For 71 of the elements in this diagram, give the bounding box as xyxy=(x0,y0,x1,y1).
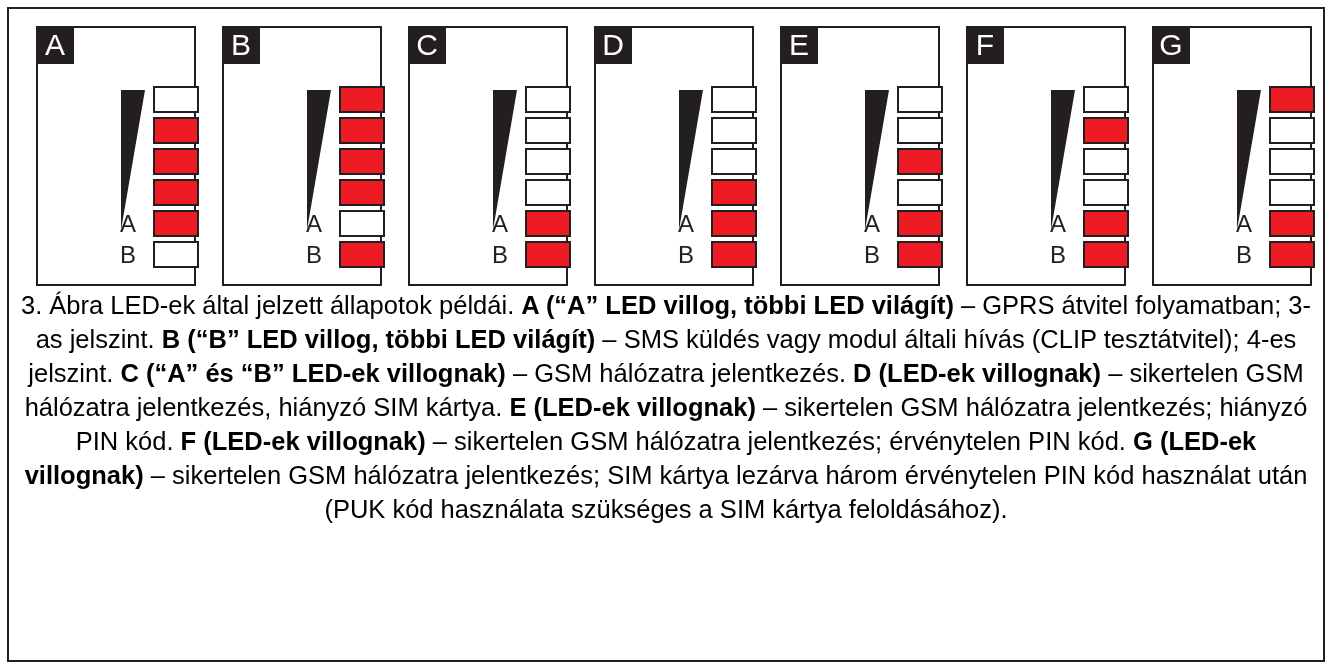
led-indicator xyxy=(153,117,199,144)
led-indicator xyxy=(1269,241,1315,268)
led-indicator xyxy=(1083,86,1129,113)
led-indicator xyxy=(711,86,757,113)
led-indicator xyxy=(711,179,757,206)
led-indicator xyxy=(1269,148,1315,175)
led-indicator xyxy=(339,148,385,175)
led-indicator xyxy=(153,86,199,113)
panel-letter: B xyxy=(222,26,260,64)
led-indicator xyxy=(339,179,385,206)
panel-letter: A xyxy=(36,26,74,64)
led-indicator xyxy=(711,148,757,175)
led-indicator xyxy=(525,179,571,206)
led-indicator xyxy=(1083,210,1129,237)
led-indicator xyxy=(897,86,943,113)
led-indicator xyxy=(525,86,571,113)
led-panel xyxy=(780,26,940,286)
panel-letter: F xyxy=(966,26,1004,64)
panel-letter: D xyxy=(594,26,632,64)
led-indicator xyxy=(1083,117,1129,144)
led-indicator xyxy=(897,148,943,175)
led-label: A xyxy=(678,210,694,237)
led-indicator xyxy=(1269,210,1315,237)
led-indicator xyxy=(711,210,757,237)
led-label: A xyxy=(306,210,322,237)
led-indicator xyxy=(897,179,943,206)
led-indicator xyxy=(153,179,199,206)
led-indicator xyxy=(1269,117,1315,144)
led-panel xyxy=(1152,26,1312,286)
led-panel xyxy=(408,26,568,286)
led-label: B xyxy=(1236,241,1252,268)
led-label: A xyxy=(120,210,136,237)
led-panel xyxy=(594,26,754,286)
led-label: B xyxy=(120,241,136,268)
led-indicator xyxy=(1269,179,1315,206)
led-label: B xyxy=(492,241,508,268)
led-label: A xyxy=(492,210,508,237)
led-panel xyxy=(36,26,196,286)
led-indicator xyxy=(153,148,199,175)
led-indicator xyxy=(339,117,385,144)
led-indicator xyxy=(525,210,571,237)
led-indicator xyxy=(1083,241,1129,268)
led-label: B xyxy=(864,241,880,268)
led-label: A xyxy=(1050,210,1066,237)
led-indicator xyxy=(525,241,571,268)
led-indicator xyxy=(897,241,943,268)
led-indicator xyxy=(1269,86,1315,113)
led-indicator xyxy=(153,210,199,237)
led-indicator xyxy=(525,148,571,175)
led-indicator xyxy=(1083,148,1129,175)
led-indicator xyxy=(897,210,943,237)
led-indicator xyxy=(153,241,199,268)
panel-letter: G xyxy=(1152,26,1190,64)
led-indicator xyxy=(711,117,757,144)
led-panel xyxy=(966,26,1126,286)
led-label: A xyxy=(864,210,880,237)
led-label: B xyxy=(678,241,694,268)
led-indicator xyxy=(1083,179,1129,206)
figure-caption: 3. Ábra LED-ek által jelzett állapotok példái. A (“A” LED villog, többi LED világít) – GPRS átvitel folyamatban; 3-as jelszint. B (“B” LED villog, többi LED világít) – SMS küldés vagy modul általi hívás (CLIP tesztátvitel); 4-es jelszint. C (“A” és “B” LED-ek villognak) – GSM hálózatra jelentkezés. D (LED-ek villognak) – sikertelen GSM hálózatra jelentkezés, hiányzó SIM kártya. E (LED-ek villognak) – sikertelen GSM hálózatra jelentkezés; hiányzó PIN kód. F (LED-ek villognak) – sikertelen GSM hálózatra jelentkezés; érvénytelen PIN kód. G (LED-ek villognak) – sikertelen GSM hálózatra jelentkezés; SIM kártya lezárva három érvénytelen PIN kód használat után (PUK kód használata szükséges a SIM kártya feloldásához). xyxy=(19,290,1313,525)
led-label: A xyxy=(1236,210,1252,237)
panel-letter: C xyxy=(408,26,446,64)
led-label: B xyxy=(306,241,322,268)
led-indicator xyxy=(339,86,385,113)
led-label: B xyxy=(1050,241,1066,268)
led-indicator xyxy=(339,241,385,268)
led-indicator xyxy=(711,241,757,268)
led-indicator xyxy=(339,210,385,237)
panel-letter: E xyxy=(780,26,818,64)
led-indicator xyxy=(525,117,571,144)
led-indicator xyxy=(897,117,943,144)
led-panel xyxy=(222,26,382,286)
